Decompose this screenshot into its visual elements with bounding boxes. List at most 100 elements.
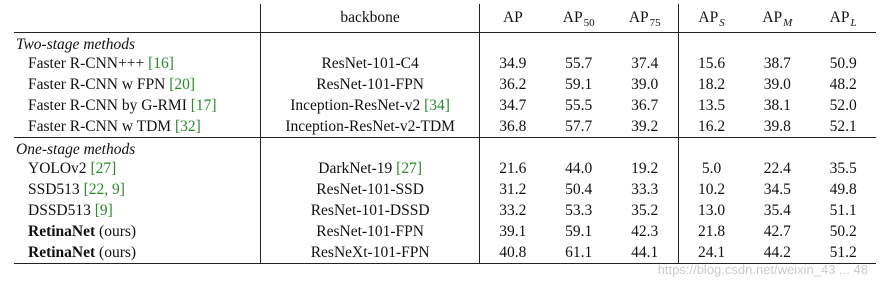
section-spacer	[546, 33, 612, 54]
ap-cell: 31.2	[479, 179, 546, 200]
ap50-cell: 55.7	[565, 54, 593, 72]
section-spacer	[260, 32, 480, 53]
table-row: SSD513 [22, 9] ResNet-101-SSD 31.2 50.4 …	[14, 179, 876, 200]
ap75-cell: 19.2	[631, 159, 659, 177]
backbone-cell: ResNet-101-SSD	[260, 179, 480, 200]
ap50-cell: 44.0	[565, 159, 593, 177]
apm-cell: 22.4	[763, 159, 791, 177]
aps-cell: 5.0	[677, 158, 745, 179]
section-spacer	[612, 138, 679, 159]
backbone-cell: ResNet-101-C4	[260, 53, 480, 74]
section-spacer	[677, 137, 745, 158]
ap50-cell: 57.7	[545, 116, 612, 138]
ap50-cell: 59.1	[565, 75, 593, 93]
apl-cell: 35.5	[829, 159, 857, 177]
ap-cell: 36.2	[479, 74, 546, 95]
results-table: backbone AP AP50 AP75 APS APM APL Two-st…	[14, 4, 876, 264]
section-spacer	[546, 138, 612, 159]
table-row: YOLOv2 [27] DarkNet-19 [27] 21.6 44.0 19…	[14, 158, 876, 179]
table-header-row: backbone AP AP50 AP75 APS APM APL	[14, 4, 876, 33]
ap-cell: 39.1	[479, 221, 546, 242]
apm-cell: 38.1	[763, 96, 791, 114]
aps-cell: 16.2	[677, 116, 745, 138]
section-spacer	[810, 33, 876, 54]
section-title: One-stage methods	[16, 140, 136, 158]
method-cell: Faster R-CNN by G-RMI [17]	[28, 96, 217, 114]
method-cell: DSSD513 [9]	[28, 201, 113, 219]
ap75-cell: 36.7	[631, 96, 659, 114]
apm-cell: 35.4	[763, 201, 791, 219]
header-method	[14, 4, 261, 33]
ap-cell: 34.7	[479, 95, 546, 116]
section-spacer	[260, 137, 480, 158]
section-title: Two-stage methods	[16, 35, 135, 53]
method-cell: Faster R-CNN+++ [16]	[28, 54, 174, 72]
ap75-cell: 35.2	[631, 201, 659, 219]
ap75-cell: 33.3	[631, 180, 659, 198]
apl-cell: 48.2	[829, 75, 857, 93]
ap50-cell: 55.5	[565, 96, 593, 114]
method-cell: YOLOv2 [27]	[28, 159, 117, 177]
method-cell: RetinaNet (ours)	[14, 242, 261, 264]
header-ap75: AP75	[611, 4, 679, 33]
apm-cell: 38.7	[763, 54, 791, 72]
table-row: Faster R-CNN by G-RMI [17] Inception-Res…	[14, 95, 876, 116]
ap-cell: 40.8	[479, 242, 546, 264]
apl-cell: 51.2	[810, 242, 876, 264]
backbone-cell: DarkNet-19 [27]	[260, 158, 480, 179]
aps-cell: 21.8	[677, 221, 745, 242]
ap75-cell: 39.0	[631, 75, 659, 93]
apl-cell: 49.8	[829, 180, 857, 198]
method-cell: SSD513 [22, 9]	[28, 180, 125, 198]
section-spacer	[479, 32, 546, 53]
aps-cell: 10.2	[677, 179, 745, 200]
method-cell: Faster R-CNN w FPN [20]	[28, 75, 196, 93]
backbone-cell: ResNeXt-101-FPN	[260, 242, 480, 264]
backbone-cell: ResNet-101-DSSD	[260, 200, 480, 221]
ap-cell: 36.8	[479, 116, 546, 138]
header-backbone: backbone	[260, 4, 480, 33]
section-spacer	[677, 32, 745, 53]
header-ap50: AP50	[545, 4, 612, 33]
apl-cell: 51.1	[829, 201, 857, 219]
header-ap: AP	[479, 4, 546, 33]
table-row: RetinaNet (ours) ResNet-101-FPN 39.1 59.…	[14, 221, 876, 242]
apm-cell: 34.5	[763, 180, 791, 198]
ap75-cell: 39.2	[611, 116, 679, 138]
aps-cell: 13.5	[677, 95, 745, 116]
backbone-cell: Inception-ResNet-v2 [34]	[260, 95, 480, 116]
method-cell: RetinaNet (ours)	[28, 222, 137, 240]
ap50-cell: 59.1	[565, 222, 593, 240]
apm-cell: 42.7	[763, 222, 791, 240]
aps-cell: 15.6	[677, 53, 745, 74]
table-row: DSSD513 [9] ResNet-101-DSSD 33.2 53.3 35…	[14, 200, 876, 221]
backbone-cell: ResNet-101-FPN	[260, 221, 480, 242]
watermark-text: https://blog.csdn.net/weixin_43 ... 48	[657, 262, 868, 277]
section-spacer	[612, 33, 679, 54]
ap50-cell: 61.1	[545, 242, 612, 264]
backbone-cell: ResNet-101-FPN	[260, 74, 480, 95]
ap75-cell: 37.4	[631, 54, 659, 72]
section-spacer	[744, 33, 810, 54]
apl-cell: 50.9	[829, 54, 857, 72]
ap75-cell: 44.1	[611, 242, 679, 264]
header-aps: APS	[677, 4, 745, 33]
apm-cell: 39.8	[744, 116, 811, 138]
backbone-cell: Inception-ResNet-v2-TDM	[260, 116, 480, 138]
apl-cell: 52.1	[810, 116, 876, 138]
section-spacer	[479, 137, 546, 158]
ap50-cell: 53.3	[565, 201, 593, 219]
ap75-cell: 42.3	[631, 222, 659, 240]
method-cell: Faster R-CNN w TDM [32]	[14, 116, 261, 138]
header-apl: APL	[810, 4, 876, 33]
ap-cell: 34.9	[479, 53, 546, 74]
ap50-cell: 50.4	[565, 180, 593, 198]
apm-cell: 39.0	[763, 75, 791, 93]
header-apm: APM	[744, 4, 811, 33]
aps-cell: 24.1	[677, 242, 745, 264]
ap-cell: 33.2	[479, 200, 546, 221]
apl-cell: 50.2	[829, 222, 857, 240]
aps-cell: 13.0	[677, 200, 745, 221]
section-spacer	[744, 138, 810, 159]
